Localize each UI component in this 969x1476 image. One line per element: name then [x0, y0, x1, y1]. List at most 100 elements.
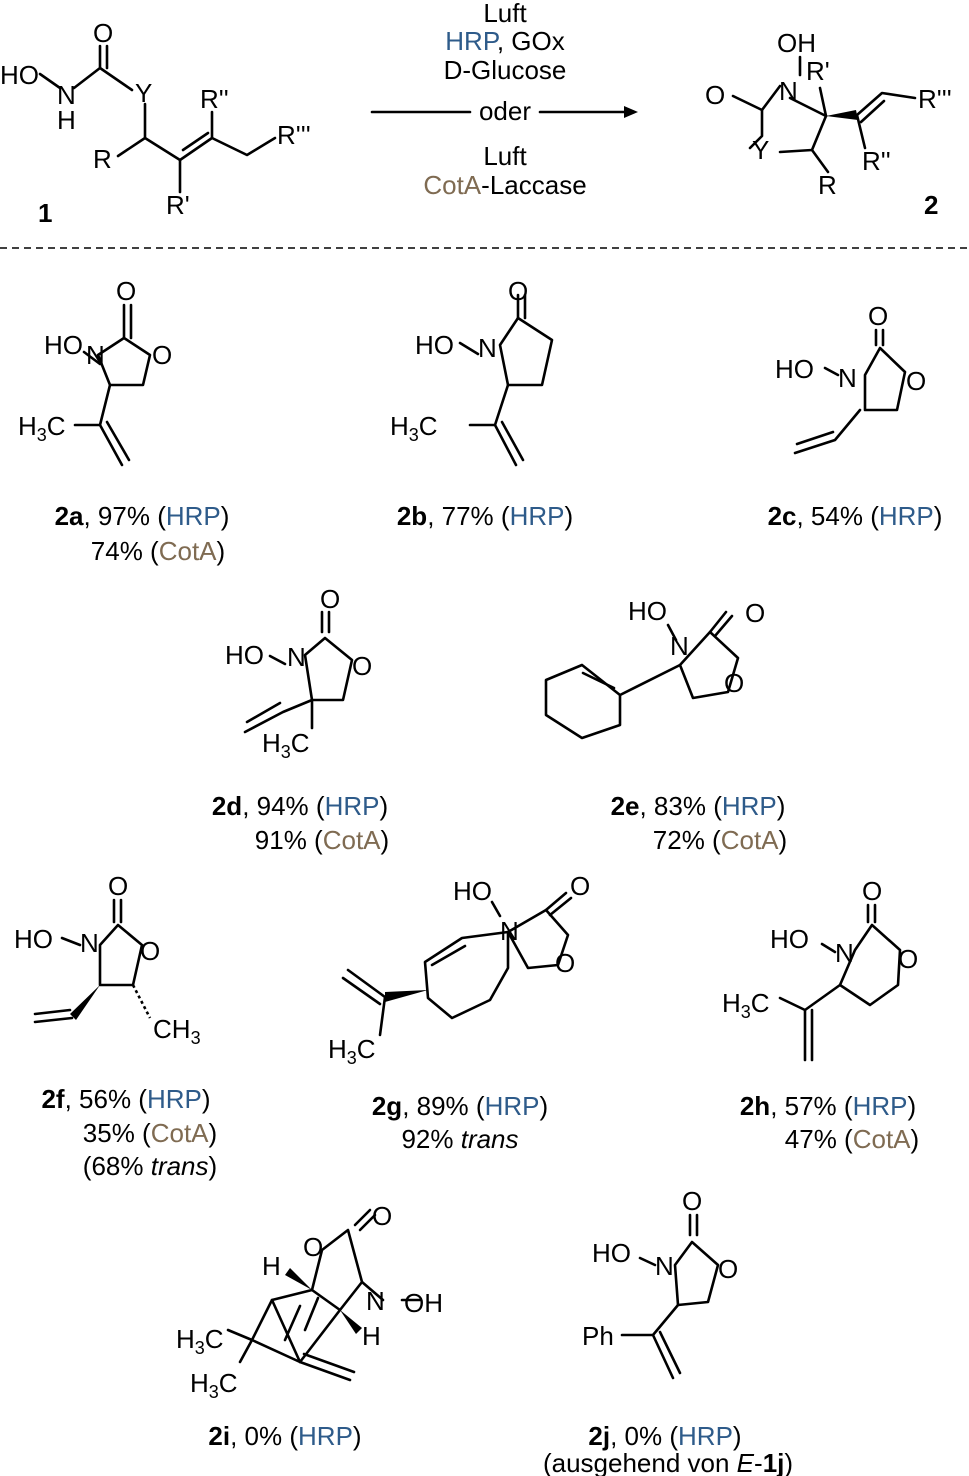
svg-text:O: O	[320, 584, 340, 614]
caption-2g: 2g, 89% (HRP)	[372, 1091, 548, 1121]
y-label: Y	[135, 78, 152, 108]
reaction-arrow: Luft HRP, GOx D-Glucose oder Luft CotA-L…	[370, 0, 638, 200]
caption-2j: 2j, 0% (HRP)	[588, 1421, 741, 1451]
product-carbonyl-oxygen: O	[705, 80, 725, 110]
svg-text:O: O	[570, 871, 590, 901]
hydroxy-label: HO	[0, 60, 39, 90]
condition-air-2: Luft	[483, 141, 527, 171]
compound-2d: O N HO O H3C 2d, 94% (HRP) 91% (CotA)	[212, 584, 389, 855]
caption-2g-note: 92% trans	[401, 1124, 518, 1154]
r-label: R	[93, 144, 112, 174]
svg-text:N: N	[670, 631, 689, 661]
svg-text:H: H	[362, 1321, 381, 1351]
svg-text:OH: OH	[404, 1288, 443, 1318]
caption-2b: 2b, 77% (HRP)	[397, 501, 573, 531]
caption-2a: 2a, 97% (HRP)	[55, 501, 230, 531]
svg-text:HO: HO	[775, 354, 814, 384]
carbonyl-oxygen-label: O	[93, 18, 113, 48]
svg-text:O: O	[868, 301, 888, 331]
svg-text:HO: HO	[770, 924, 809, 954]
condition-laccase: CotA-Laccase	[423, 170, 586, 200]
compound-2h: O N HO O H3C 2h, 57% (HRP) 47% (CotA)	[722, 876, 919, 1154]
caption-2h-cota: 47% (CotA)	[785, 1124, 919, 1154]
svg-text:O: O	[724, 668, 744, 698]
svg-text:O: O	[862, 876, 882, 906]
condition-air-1: Luft	[483, 0, 527, 28]
svg-text:H3C: H3C	[390, 411, 438, 445]
svg-text:N: N	[835, 938, 854, 968]
svg-text:H3C: H3C	[328, 1034, 376, 1068]
product-r-triple-prime: R'''	[918, 84, 952, 114]
product-r-double-prime: R''	[862, 146, 891, 176]
product-number: 2	[924, 190, 938, 220]
svg-text:HO: HO	[14, 924, 53, 954]
svg-text:N: N	[80, 928, 99, 958]
svg-text:O: O	[372, 1201, 392, 1231]
svg-text:O: O	[555, 948, 575, 978]
caption-2h: 2h, 57% (HRP)	[740, 1091, 916, 1121]
svg-text:HO: HO	[592, 1238, 631, 1268]
svg-text:CH3: CH3	[153, 1014, 201, 1048]
phenyl-label: Ph	[582, 1321, 614, 1351]
svg-text:HO: HO	[225, 640, 264, 670]
compound-2e: O N HO O 2e, 83% (HRP) 72% (CotA)	[544, 596, 787, 855]
svg-text:N: N	[366, 1286, 385, 1316]
product-2-structure: O N OH Y R R' R'' R''' 2	[705, 28, 952, 220]
product-y: Y	[752, 135, 769, 165]
svg-text:H3C: H3C	[190, 1368, 238, 1402]
caption-2a-cota: 74% (CotA)	[91, 536, 225, 566]
svg-text:O: O	[116, 276, 136, 306]
svg-text:O: O	[508, 276, 528, 306]
svg-text:H3C: H3C	[262, 728, 310, 762]
svg-text:HO: HO	[44, 330, 83, 360]
product-nitrogen: N	[779, 76, 798, 106]
general-reaction: HO N H O Y R R' R'' R''' 1 Luft HRP, GOx…	[0, 0, 969, 249]
svg-text:O: O	[906, 366, 926, 396]
compound-2f: O N HO O CH3 2f, 56% (HRP) 35% (CotA) (6…	[14, 871, 217, 1181]
r-double-prime-label: R''	[200, 84, 229, 114]
svg-text:H: H	[262, 1251, 281, 1281]
svg-text:N: N	[287, 642, 306, 672]
caption-2d: 2d, 94% (HRP)	[212, 791, 388, 821]
compound-2c: O N HO O 2c, 54% (HRP)	[768, 301, 943, 531]
caption-2d-cota: 91% (CotA)	[255, 825, 389, 855]
svg-text:O: O	[745, 598, 765, 628]
reactant-1-structure: HO N H O Y R R' R'' R''' 1	[0, 18, 311, 228]
svg-text:O: O	[108, 871, 128, 901]
svg-text:HO: HO	[453, 876, 492, 906]
svg-text:H3C: H3C	[176, 1324, 224, 1358]
svg-text:O: O	[898, 944, 918, 974]
compound-2a: O N HO O H3C 2a, 97% (HRP) 74% (CotA)	[18, 276, 229, 566]
caption-2j-note: (ausgehend von E-1j)	[543, 1448, 793, 1476]
methyl-label: H3C	[18, 411, 66, 445]
svg-text:HO: HO	[628, 596, 667, 626]
svg-text:N: N	[478, 333, 497, 363]
caption-2f-cota: 35% (CotA)	[83, 1118, 217, 1148]
condition-enzymes-1: HRP, GOx	[445, 26, 564, 56]
caption-2i: 2i, 0% (HRP)	[208, 1421, 361, 1451]
caption-2e-cota: 72% (CotA)	[653, 825, 787, 855]
caption-2f: 2f, 56% (HRP)	[41, 1084, 210, 1114]
compound-2b: O N HO H3C 2b, 77% (HRP)	[390, 276, 573, 531]
r-triple-prime-label: R'''	[277, 120, 311, 150]
svg-text:O: O	[140, 936, 160, 966]
nitrogen-label: N	[57, 80, 76, 110]
svg-text:N: N	[500, 916, 519, 946]
condition-glucose: D-Glucose	[444, 55, 567, 85]
svg-text:N: N	[838, 363, 857, 393]
product-hydroxy: OH	[777, 28, 816, 58]
svg-text:HO: HO	[415, 330, 454, 360]
compound-2g: O N HO O H3C 2g, 89% (HRP) 92% trans	[328, 871, 590, 1154]
product-r-prime: R'	[806, 56, 830, 86]
svg-text:O: O	[152, 340, 172, 370]
caption-2c: 2c, 54% (HRP)	[768, 501, 943, 531]
reactant-number: 1	[38, 198, 52, 228]
svg-text:H3C: H3C	[722, 988, 770, 1022]
condition-or: oder	[479, 96, 531, 126]
compound-2j: O N HO O Ph 2j, 0% (HRP) (ausgehend von …	[543, 1186, 793, 1476]
nh-hydrogen-label: H	[57, 105, 76, 135]
svg-text:O: O	[718, 1254, 738, 1284]
svg-text:O: O	[303, 1232, 323, 1262]
r-prime-label: R'	[166, 190, 190, 220]
